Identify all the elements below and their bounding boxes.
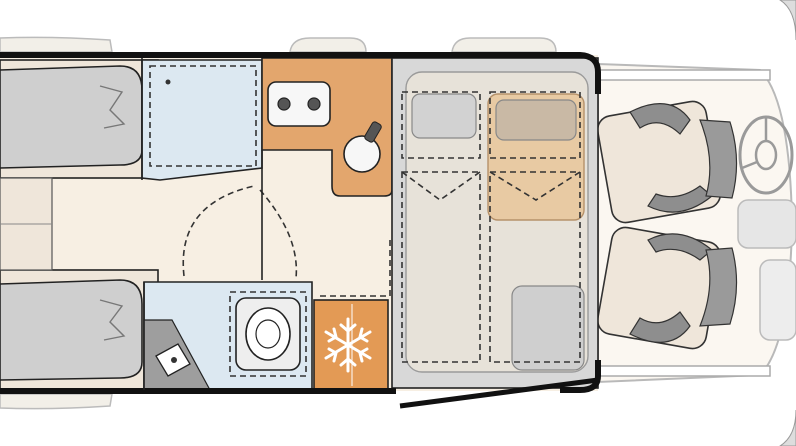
door-swing-wardrobe	[182, 185, 255, 277]
rear-wardrobes	[0, 177, 53, 271]
body-walls	[0, 52, 601, 394]
sink-icon	[343, 121, 382, 173]
windscreen-bottom	[599, 365, 771, 377]
front-pulldown-bed	[391, 57, 599, 389]
kitchen-counter	[261, 57, 393, 197]
rear-single-bed-top	[0, 59, 159, 179]
door-swing-shower	[320, 240, 391, 297]
wardrobe-top	[141, 59, 263, 181]
windscreen-top	[599, 69, 771, 81]
rear-single-bed-bottom	[0, 269, 159, 391]
door-swing-washroom	[259, 189, 298, 279]
hob-icon	[267, 81, 331, 127]
snowflake-icon	[324, 317, 372, 373]
washroom-sink-icon	[155, 343, 191, 377]
entrance-door	[399, 377, 599, 409]
fridge	[313, 299, 389, 391]
center-console	[737, 199, 796, 249]
toilet-icon	[235, 297, 301, 371]
gear-console	[759, 259, 796, 341]
washroom	[143, 281, 313, 391]
cab-seat-driver	[596, 100, 738, 224]
roof-vents	[0, 36, 557, 410]
cab-seat-passenger	[596, 226, 738, 350]
steering-wheel-icon	[738, 115, 794, 195]
